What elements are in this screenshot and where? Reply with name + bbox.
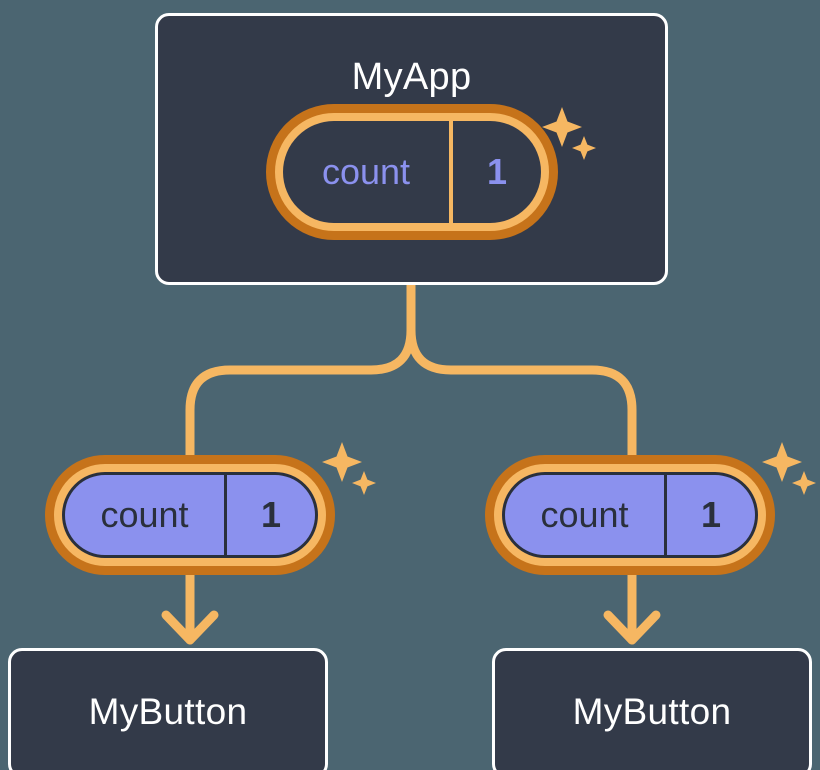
prop-pill-value-left: 1 <box>224 475 315 555</box>
prop-pill-count-right[interactable]: count 1 <box>485 455 775 575</box>
state-pill-count[interactable]: count 1 <box>266 104 558 240</box>
state-pill-value: 1 <box>449 121 541 223</box>
prop-pill-key-right: count <box>540 494 629 535</box>
arrow-down-icon-left <box>161 610 219 645</box>
sparkles-icon <box>542 107 596 160</box>
arrow-down-icon-right <box>603 610 661 645</box>
component-label-mybutton-right: MyButton <box>572 691 732 732</box>
state-pill-inner: count 1 <box>283 121 541 223</box>
prop-pill-value-right: 1 <box>664 475 755 555</box>
sparkles-icon <box>762 442 816 495</box>
prop-pill-inner-right: count 1 <box>502 472 758 558</box>
component-box-mybutton-left[interactable]: MyButton <box>8 648 328 770</box>
prop-pill-inner-left: count 1 <box>62 472 318 558</box>
component-box-mybutton-right[interactable]: MyButton <box>492 648 812 770</box>
prop-pill-key-left: count <box>100 494 189 535</box>
page-title: MyApp <box>351 56 472 98</box>
sparkles-icon <box>322 442 376 495</box>
component-label-mybutton-left: MyButton <box>88 691 248 732</box>
edge-trunk-split <box>185 281 416 460</box>
prop-pill-count-left[interactable]: count 1 <box>45 455 335 575</box>
state-pill-key: count <box>321 151 411 192</box>
edge-trunk-split-right <box>406 281 637 460</box>
